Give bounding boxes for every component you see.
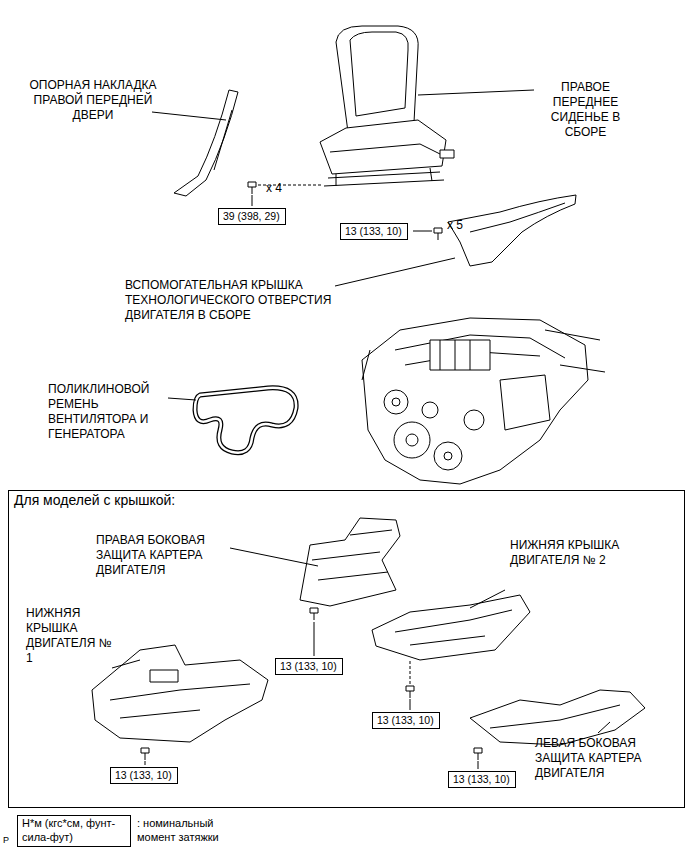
under-cover-2 [372,595,530,660]
seat [320,26,454,186]
leader-line [410,661,411,684]
under-cover-1 [92,645,268,742]
part-name: НИЖНЯЯ КРЫШКА ДВИГАТЕЛЯ № 2 [510,538,628,568]
torque-value: 39 (398, 29) [223,210,281,223]
leader-line [112,660,140,668]
leader-line [335,258,455,286]
bolt [406,686,414,698]
bolt [474,748,482,760]
part-name: ПРАВАЯ БОКОВАЯ ЗАЩИТА КАРТЕРА ДВИГАТЕЛЯ [96,533,231,578]
quantity: x 5 [447,218,477,233]
torque-box: 13 (133, 10) [372,712,440,729]
torque-value: 13 (133, 10) [377,714,435,727]
leader-line [168,398,196,400]
leader-line [152,112,226,120]
bolt [141,748,149,760]
legend-text: : номинальный момент затяжки [137,817,249,845]
torque-box: 13 (133, 10) [275,658,343,675]
leader-line [230,548,318,566]
part-name: ПОЛИКЛИНОВОЙ РЕМЕНЬ ВЕНТИЛЯТОРА И ГЕНЕРА… [48,382,170,442]
aux-cover [448,195,576,266]
torque-box: 13 (133, 10) [340,223,408,240]
quantity: x 4 [266,181,296,196]
cover-detail [470,203,565,232]
torque-box: 13 (133, 10) [448,771,516,788]
leader-line [410,699,411,710]
torque-value: 13 (133, 10) [453,773,511,786]
bolt [310,608,318,620]
leader-line [145,761,146,765]
part-name: НИЖНЯЯ КРЫШКА ДВИГАТЕЛЯ № 1 [26,606,118,666]
unit-text: Н*м (кгс*см, фунт-сила-фут) [22,817,126,845]
right-side-cover [300,518,400,606]
part-name: ОПОРНАЯ НАКЛАДКА ПРАВОЙ ПЕРЕДНЕЙ ДВЕРИ [28,78,158,123]
section-heading: Для моделей с крышкой: [9,491,180,509]
torque-box: 39 (398, 29) [218,208,286,225]
leader-line [413,231,432,232]
legend-sample-box: Н*м (кгс*см, фунт-сила-фут) [17,815,131,847]
part-name: ВСПОМОГАТЕЛЬНАЯ КРЫШКА ТЕХНОЛОГИЧЕСКОГО … [125,278,337,323]
torque-box: 13 (133, 10) [110,767,178,784]
bolt [248,182,256,194]
part-name: ЛЕВАЯ БОКОВАЯ ЗАЩИТА КАРТЕРА ДВИГАТЕЛЯ [535,736,675,781]
torque-value: 13 (133, 10) [345,225,403,238]
leader-line [418,90,534,95]
torque-value: 13 (133, 10) [280,660,338,673]
leader-line [478,761,479,769]
leader-line [314,622,315,656]
drive-belt [195,388,296,453]
leader-line [470,590,505,608]
bolt [434,228,442,240]
leader-line [252,195,253,206]
page-mark: P [3,835,15,846]
leader-line [598,722,610,733]
part-name: ПРАВОЕ ПЕРЕДНЕЕ СИДЕНЬЕ В СБОРЕ [538,80,633,140]
torque-value: 13 (133, 10) [115,769,173,782]
engine [362,318,605,484]
door-trim [174,90,238,196]
